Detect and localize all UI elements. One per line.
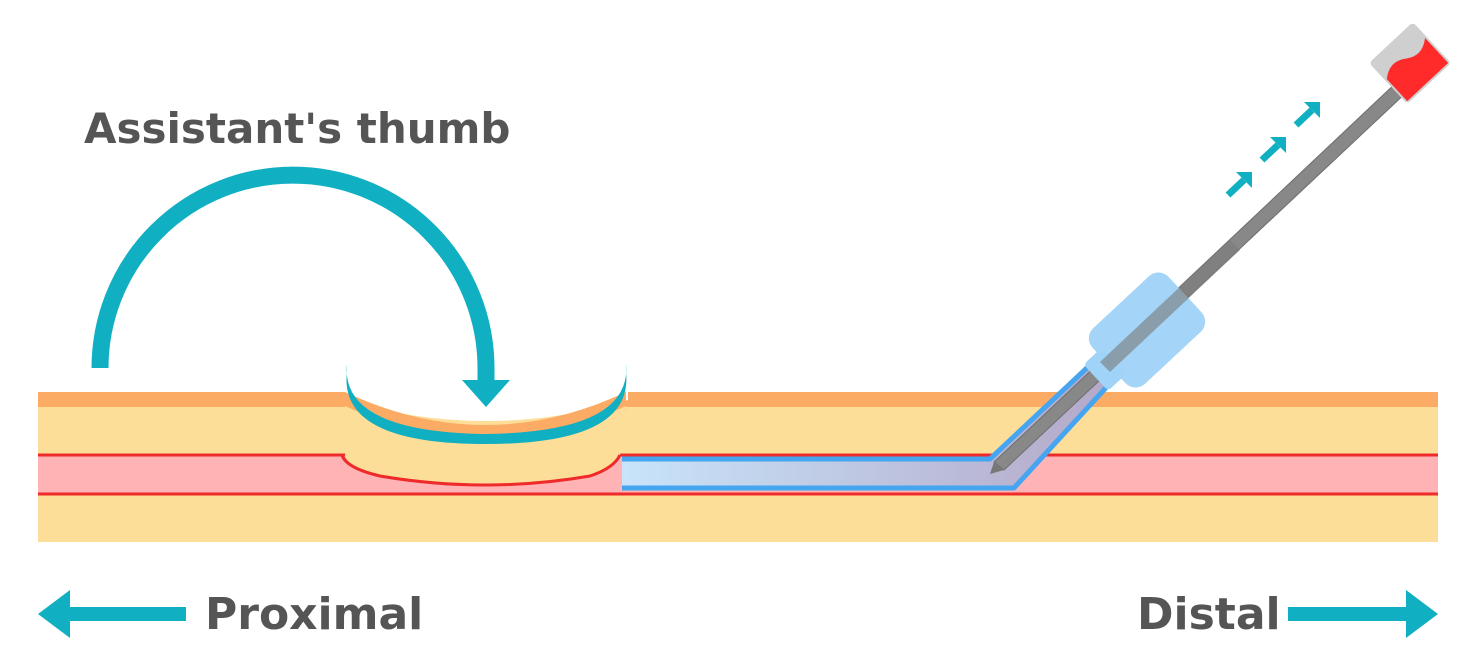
tissue-layers [38,392,1438,542]
needle-bevel [990,462,1004,474]
arrow-left-icon [38,590,186,638]
chevron-up-right-icon [1293,102,1320,128]
arrow-right-icon [1288,590,1438,638]
distal-label: Distal [1137,589,1281,640]
flashback-chamber [1370,23,1450,103]
indent-tissue [345,406,626,485]
lower-tissue [38,494,1438,542]
catheter [622,363,1115,491]
needle-shaft-front [1100,240,1240,372]
assistant-thumb-label: Assistant's thumb [84,104,511,153]
catheter-body [622,365,1113,488]
catheter-outline [622,363,1115,491]
chevron-up-right-icon [1259,137,1286,163]
chevron-up-right-icon [1225,172,1252,198]
skin-surface [38,392,1438,407]
withdrawal-motion [1225,102,1320,198]
proximal-label: Proximal [205,589,424,640]
compressed-vessel-wall [340,454,622,487]
cannula-needle [990,23,1450,474]
upper-tissue [38,400,1438,456]
curved-arrow-icon [91,166,510,407]
